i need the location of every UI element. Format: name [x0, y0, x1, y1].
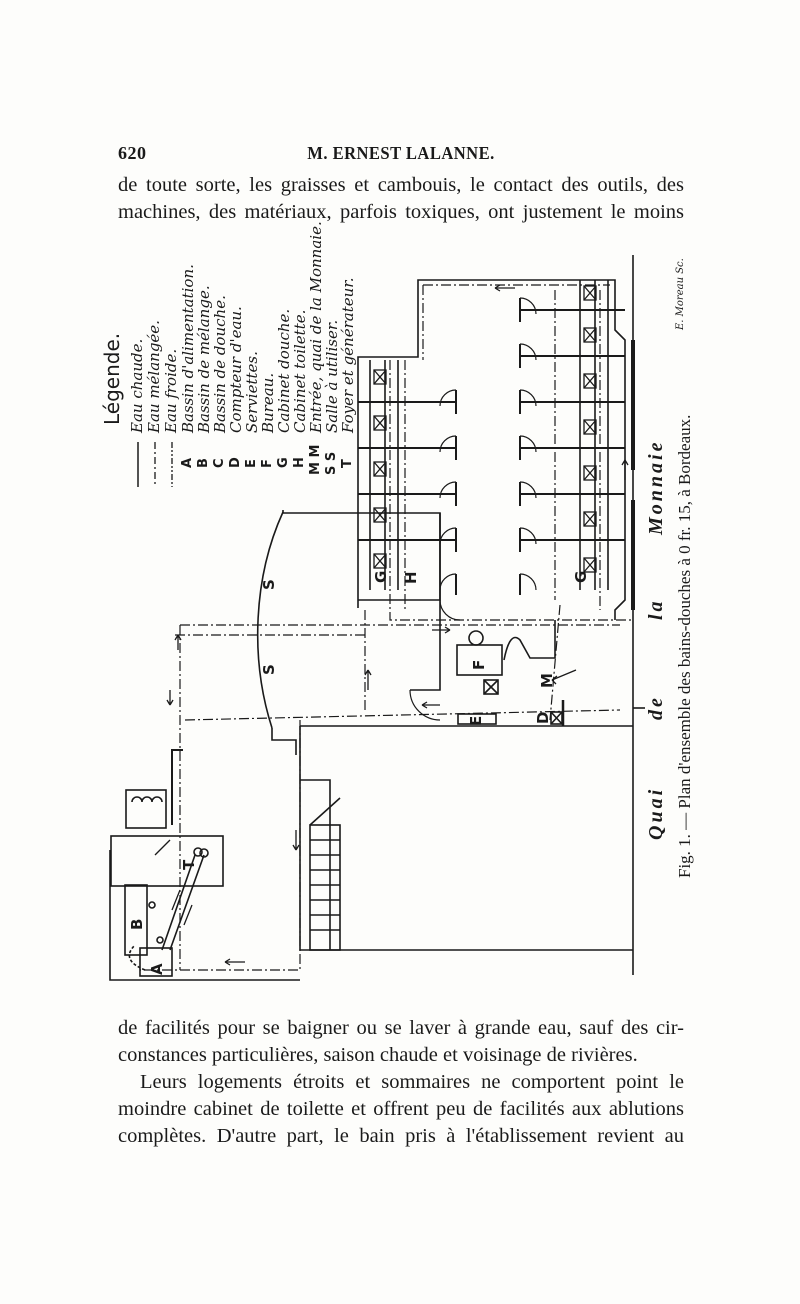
text-line: complètes. D'autre part, le bain pris à …: [118, 1125, 684, 1147]
legend-key: C: [212, 458, 227, 468]
legend-entry: Eau mélangée.: [145, 320, 163, 433]
flow-arrows: [154, 284, 629, 966]
plan-label-h: H: [402, 571, 420, 584]
street-word: la: [645, 598, 667, 620]
text-line: moindre cabinet de toilette et offrent p…: [118, 1098, 684, 1120]
running-title: M. ERNEST LALANNE.: [307, 143, 495, 163]
plan-label-t: T: [180, 859, 198, 870]
facade-opening: [631, 500, 635, 610]
legend-entry: Foyer et générateur.: [339, 277, 357, 433]
legend-key: B: [196, 458, 211, 468]
top-paragraph: de toute sorte, les graisses et cambouis…: [118, 172, 684, 226]
engraver-signature: E. Moreau Sc.: [675, 258, 686, 330]
legend-key: A: [180, 457, 195, 468]
lower-room: [299, 726, 633, 951]
legend-entry: Eau froide.: [162, 348, 180, 433]
text-line: Leurs logements étroits et sommaires ne …: [140, 1071, 684, 1093]
legend-key: M M: [308, 444, 323, 475]
legend-title: Légende.: [100, 332, 124, 425]
legend-key: H: [292, 457, 307, 468]
plan-label-f: F: [470, 659, 488, 670]
legend-key: T: [340, 459, 355, 468]
text-line: de facilités pour se baigner ou se laver…: [118, 1017, 684, 1039]
bottom-paragraph: de facilités pour se baigner ou se laver…: [118, 1015, 684, 1150]
legend-key: S S: [324, 451, 339, 475]
office-area: [300, 620, 633, 727]
running-head: 620 M. ERNEST LALANNE.: [118, 143, 684, 167]
shower-basins: [373, 285, 597, 573]
plan-label-b: B: [128, 918, 146, 930]
cabins-block: [357, 279, 626, 620]
street-word: Quai: [645, 786, 667, 840]
plan-label-s-upper: S: [260, 579, 278, 590]
street-word: de: [645, 695, 667, 720]
plan-label-d: D: [534, 711, 552, 724]
figure-caption: Fig. 1. — Plan d'ensemble des bains-douc…: [675, 414, 694, 878]
legend-entry: Eau chaude.: [128, 338, 146, 433]
plan-label-m: M: [538, 673, 556, 688]
page-number: 620: [118, 143, 147, 163]
boiler-room: [109, 749, 300, 981]
pipe-runs: [140, 284, 633, 971]
plan-label-e: E: [467, 715, 485, 726]
left-cabin-row: [358, 389, 457, 595]
plan-label-s-lower: S: [260, 664, 278, 675]
text-line: de toute sorte, les graisses et cambouis…: [118, 174, 684, 196]
legend-key: G: [276, 457, 291, 468]
legend-line-samples: [137, 442, 173, 487]
staircase: [309, 797, 341, 951]
legend-key: F: [260, 459, 275, 468]
plan-label-a: A: [148, 963, 166, 975]
text-line: constances particulières, saison chaude …: [118, 1044, 638, 1066]
street-word: Monnaie: [645, 439, 667, 535]
legend-key: E: [244, 459, 259, 468]
text-line: machines, des matériaux, parfois toxique…: [118, 201, 684, 223]
salle-hall: [256, 510, 461, 755]
right-cabin-row: [519, 297, 625, 595]
plan-label-g-right: G: [572, 570, 590, 583]
figure-floor-plan: S S G H G F E D M A B T Légende. Eau cha…: [100, 221, 710, 990]
legend-key: D: [228, 457, 243, 468]
plan-label-g: G: [372, 570, 390, 583]
facade-opening: [631, 340, 635, 470]
floor-plan-drawing: [109, 255, 645, 981]
